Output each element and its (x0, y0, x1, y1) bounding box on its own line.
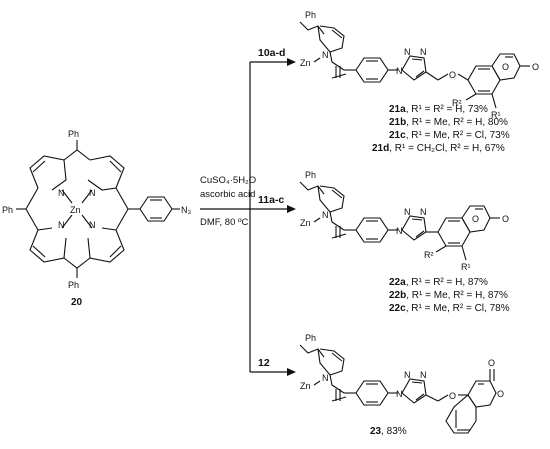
product-22a-label: 22a, R¹ = R² = H, 87% (389, 277, 488, 288)
p23-n-triazole-3: N (420, 370, 427, 380)
arrowhead-bottom (287, 368, 296, 376)
p22-n-triazole-1: N (396, 226, 403, 236)
compound-label-20: 20 (71, 297, 83, 308)
p22-n: N (322, 210, 329, 220)
arrowhead-middle (287, 205, 296, 213)
p21-r2: R² (452, 98, 462, 108)
p21-zn: Zn (300, 58, 311, 68)
condition-catalyst: CuSO₄·5H₂O (200, 175, 256, 186)
azide-group: N₃ (181, 205, 191, 215)
n-atom-4: N (89, 220, 96, 230)
p22-zn: Zn (300, 218, 311, 228)
p21-o-ring: O (502, 62, 509, 72)
p21-n: N (322, 50, 329, 60)
p23-o-ether: O (449, 391, 456, 401)
reagent-label-middle: 11a-c (258, 194, 284, 206)
reaction-arrows (200, 58, 296, 376)
p23-ph: Ph (305, 333, 316, 343)
product-22-labels: 22a, R¹ = R² = H, 87% 22b, R¹ = Me, R² =… (389, 277, 510, 314)
ph-bottom: Ph (68, 280, 79, 290)
p22-r1: R¹ (461, 262, 471, 272)
product-21a-label: 21a, R¹ = R² = H, 73% (389, 104, 488, 115)
p23-n: N (322, 373, 329, 383)
p21-n-triazole-2: N (404, 47, 411, 57)
p21-o-ether: O (449, 70, 456, 80)
zn-atom: Zn (70, 205, 81, 215)
p23-n-triazole-2: N (404, 370, 411, 380)
product-21c-label: 21c, R¹ = Me, R² = Cl, 73% (389, 130, 510, 141)
p23-zn: Zn (300, 381, 311, 391)
ph-left: Ph (2, 205, 13, 215)
p21-r1: R¹ (491, 110, 501, 120)
porphyrin-macrocycle (16, 140, 180, 278)
arrowhead-top (287, 58, 296, 66)
product-22c-label: 22c, R¹ = Me, R² = Cl, 78% (389, 303, 510, 314)
product-23-structure: Ph N Zn N N N O O O (299, 333, 504, 434)
product-22-structure: Ph N Zn N N N O O R¹ R² (299, 170, 509, 272)
condition-solvent-temp: DMF, 80 ºC (200, 217, 248, 228)
p22-o-ring: O (472, 214, 479, 224)
reagent-label-top: 10a-d (258, 47, 285, 59)
n-atom-2: N (89, 188, 96, 198)
p21-n-triazole-3: N (420, 47, 427, 57)
porphyrin-20: Ph Ph Ph N N N N Zn N₃ 20 (2, 129, 191, 308)
condition-reductant: ascorbic acid (200, 189, 255, 200)
n-atom-3: N (58, 220, 65, 230)
p21-n-triazole-1: N (396, 66, 403, 76)
p23-n-triazole-1: N (396, 389, 403, 399)
product-21-structure: Ph N Zn N N N O O O R¹ R² (299, 10, 539, 120)
p21-o-carbonyl: O (532, 62, 539, 72)
p22-n-triazole-2: N (404, 207, 411, 217)
product-22b-label: 22b, R¹ = Me, R² = H, 87% (389, 290, 508, 301)
product-21d-label: 21d, R¹ = CH₂Cl, R² = H, 67% (372, 143, 505, 154)
p21-ph: Ph (305, 10, 316, 20)
p23-o-carbonyl: O (488, 358, 495, 368)
p22-n-triazole-3: N (420, 207, 427, 217)
reagent-label-bottom: 12 (258, 357, 270, 369)
product-21-labels: 21a, R¹ = R² = H, 73% 21b, R¹ = Me, R² =… (372, 104, 510, 154)
product-21b-label: 21b, R¹ = Me, R² = H, 80% (389, 117, 508, 128)
product-23-labels: 23, 83% (370, 426, 407, 437)
product-23-label: 23, 83% (370, 426, 407, 437)
p22-ph: Ph (305, 170, 316, 180)
p22-o-carbonyl: O (502, 214, 509, 224)
p22-r2: R² (424, 250, 434, 260)
p23-o-ring: O (497, 389, 504, 399)
n-atom-1: N (58, 188, 65, 198)
ph-top: Ph (68, 129, 79, 139)
